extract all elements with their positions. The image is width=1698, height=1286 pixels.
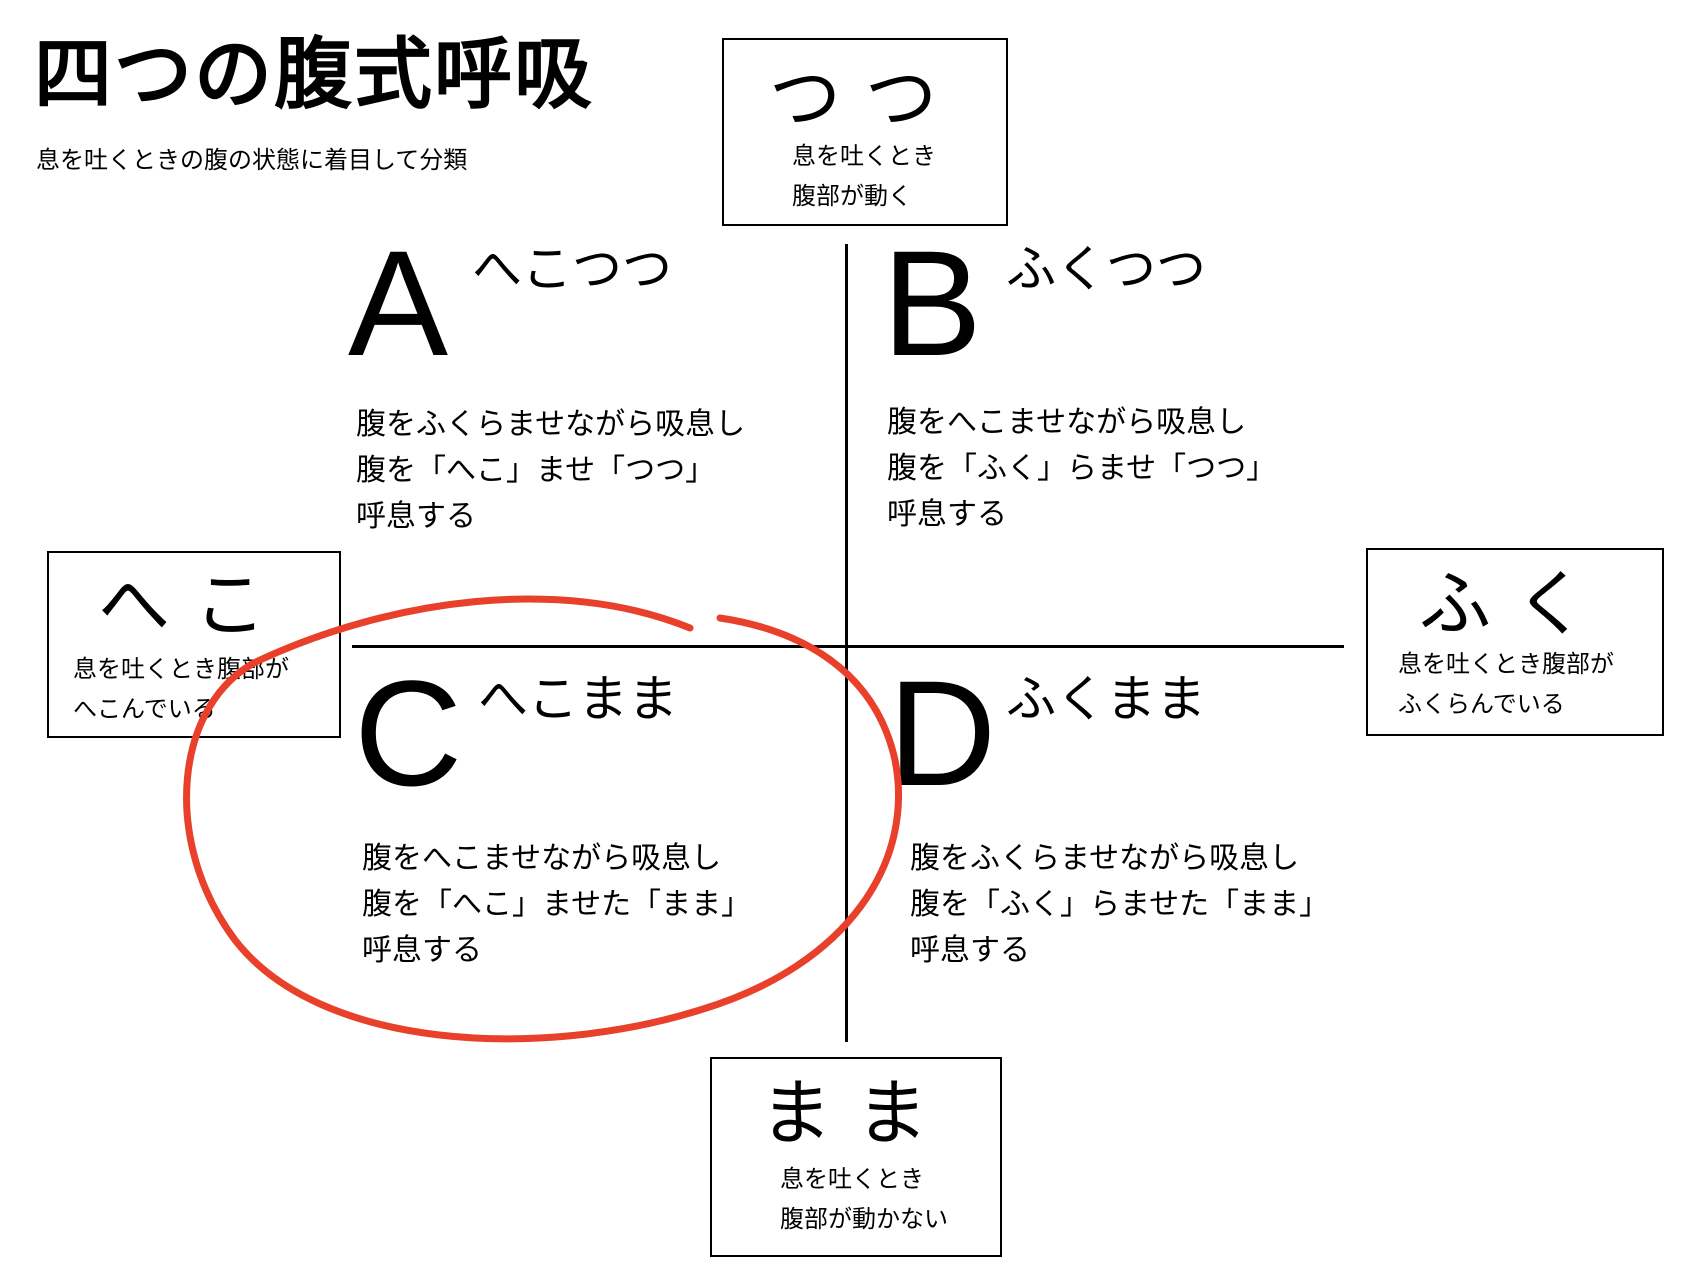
quadrant-b-line-1: 腹をへこませながら吸息し (887, 405, 1247, 440)
quadrant-a-letter: A (348, 219, 449, 387)
box-tsutsu: つつ 息を吐くとき 腹部が動く (722, 38, 1008, 226)
quadrant-c-line-1: 腹をへこませながら吸息し (362, 841, 722, 876)
box-fuku-line-2: ふくらんでいる (1398, 690, 1565, 718)
quadrant-c-description: 腹をへこませながら吸息し 腹を「へこ」ませた「まま」 呼息する (362, 836, 751, 974)
quadrant-d-line-2: 腹を「ふく」らませた「まま」 (910, 887, 1330, 922)
quadrant-b-line-3: 呼息する (887, 497, 1007, 532)
box-tsutsu-label: つつ (768, 56, 961, 140)
quadrant-d-line-3: 呼息する (910, 933, 1030, 968)
box-mama-line-2: 腹部が動かない (780, 1205, 948, 1233)
quadrant-a-name: へこつつ (472, 240, 672, 298)
quadrant-b-description: 腹をへこませながら吸息し 腹を「ふく」らませ「つつ」 呼息する (887, 400, 1276, 538)
quadrant-a-line-3: 呼息する (356, 499, 476, 534)
quadrant-d-letter: D (888, 649, 997, 817)
quadrant-b-line-2: 腹を「ふく」らませ「つつ」 (887, 451, 1277, 486)
quadrant-a-line-2: 腹を「へこ」ませ「つつ」 (356, 453, 716, 488)
box-fuku-label: ふく (1418, 562, 1611, 646)
box-mama-line-1: 息を吐くとき (780, 1165, 924, 1193)
box-tsutsu-line-2: 腹部が動く (792, 182, 912, 210)
box-mama: まま 息を吐くとき 腹部が動かない (710, 1057, 1002, 1257)
quadrant-b-name: ふくつつ (1006, 240, 1206, 298)
quadrant-c-letter: C (354, 649, 463, 817)
box-heko-label: へこ (97, 563, 290, 647)
box-tsutsu-line-1: 息を吐くとき (792, 142, 936, 170)
highlight-circle-stroke (183, 595, 902, 1043)
quadrant-c-line-3: 呼息する (362, 933, 482, 968)
box-mama-label: まま (759, 1071, 952, 1155)
quadrant-d-description: 腹をふくらませながら吸息し 腹を「ふく」らませた「まま」 呼息する (910, 836, 1329, 974)
box-fuku: ふく 息を吐くとき腹部が ふくらんでいる (1366, 548, 1664, 736)
quadrant-d-line-1: 腹をふくらませながら吸息し (910, 841, 1300, 876)
vertical-axis (845, 244, 848, 1042)
page-subtitle: 息を吐くときの腹の状態に着目して分類 (36, 146, 468, 174)
quadrant-d-name: ふくまま (1006, 670, 1206, 728)
box-heko-line-2: へこんでいる (73, 695, 216, 723)
page-title: 四つの腹式呼吸 (34, 30, 595, 120)
horizontal-axis (352, 645, 1344, 648)
quadrant-a-line-1: 腹をふくらませながら吸息し (356, 407, 746, 442)
quadrant-c-line-2: 腹を「へこ」ませた「まま」 (362, 887, 752, 922)
quadrant-b-letter: B (882, 219, 983, 387)
quadrant-a-description: 腹をふくらませながら吸息し 腹を「へこ」ませ「つつ」 呼息する (356, 402, 745, 540)
box-fuku-line-1: 息を吐くとき腹部が (1398, 650, 1614, 678)
quadrant-c-name: へこまま (478, 670, 678, 728)
box-heko: へこ 息を吐くとき腹部が へこんでいる (47, 551, 341, 738)
